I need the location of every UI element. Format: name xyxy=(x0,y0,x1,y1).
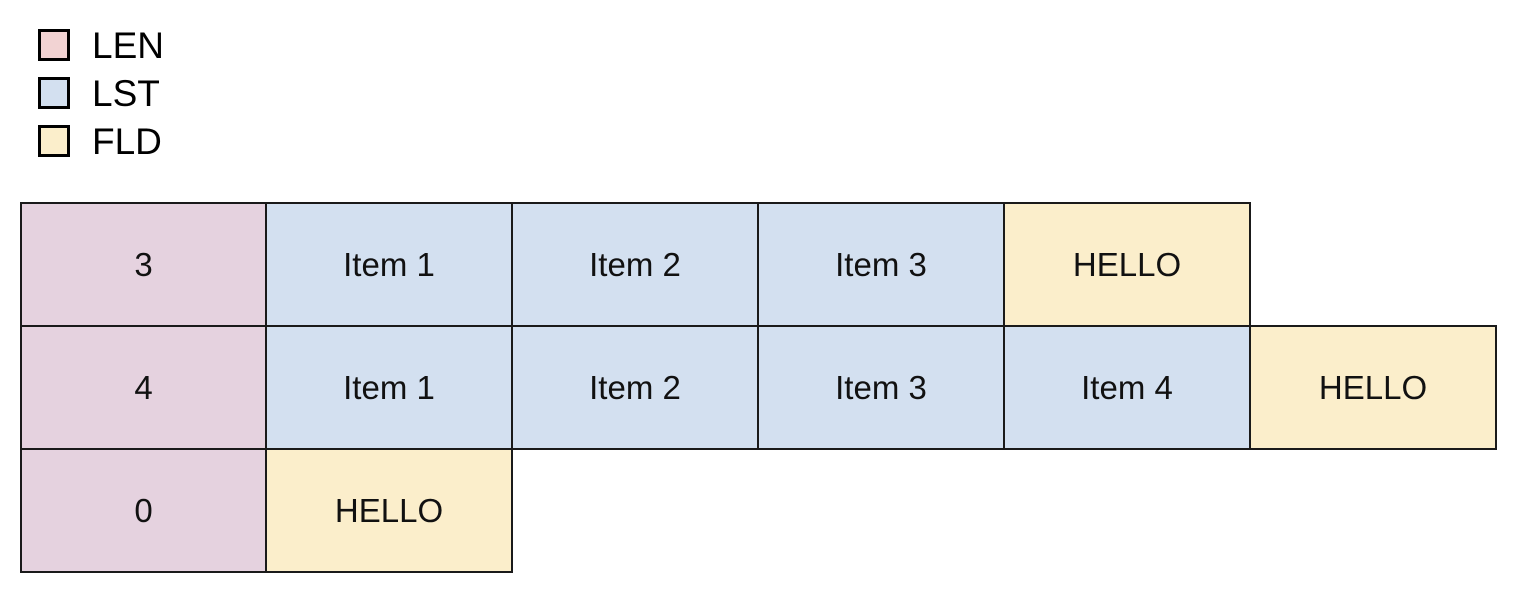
table-row: 0 HELLO xyxy=(20,448,1497,573)
cell-list-item: Item 2 xyxy=(511,202,759,327)
legend-swatch-len xyxy=(38,29,70,61)
table-row: 3 Item 1 Item 2 Item 3 HELLO xyxy=(20,202,1497,327)
legend-label-fld: FLD xyxy=(92,120,162,162)
cell-len: 4 xyxy=(20,325,267,450)
cell-list-item: Item 3 xyxy=(757,325,1005,450)
memory-layout-table: 3 Item 1 Item 2 Item 3 HELLO 4 Item 1 It… xyxy=(20,202,1497,573)
cell-list-item: Item 4 xyxy=(1003,325,1251,450)
cell-list-item: Item 3 xyxy=(757,202,1005,327)
legend: LEN LST FLD xyxy=(38,25,438,169)
legend-swatch-lst xyxy=(38,77,70,109)
legend-item-fld: FLD xyxy=(38,121,438,161)
legend-label-len: LEN xyxy=(92,24,164,66)
table-row: 4 Item 1 Item 2 Item 3 Item 4 HELLO xyxy=(20,325,1497,450)
cell-list-item: Item 2 xyxy=(511,325,759,450)
cell-field: HELLO xyxy=(265,448,513,573)
cell-field: HELLO xyxy=(1249,325,1497,450)
cell-len: 3 xyxy=(20,202,267,327)
cell-list-item: Item 1 xyxy=(265,202,513,327)
legend-label-lst: LST xyxy=(92,72,160,114)
cell-field: HELLO xyxy=(1003,202,1251,327)
legend-swatch-fld xyxy=(38,125,70,157)
cell-len: 0 xyxy=(20,448,267,573)
legend-item-lst: LST xyxy=(38,73,438,113)
legend-item-len: LEN xyxy=(38,25,438,65)
cell-list-item: Item 1 xyxy=(265,325,513,450)
